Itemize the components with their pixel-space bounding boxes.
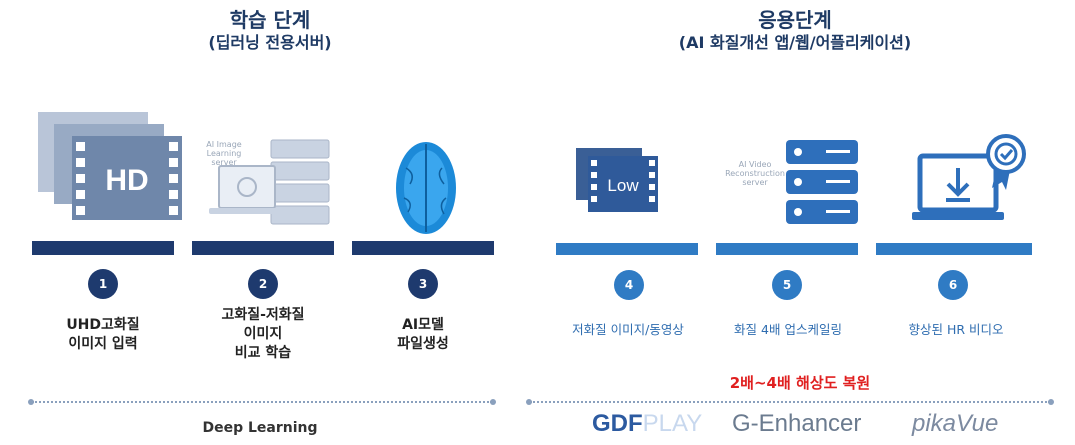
right-line-end-dot (1048, 399, 1054, 405)
low-label: Low (607, 176, 639, 195)
step-5-number: 5 (772, 270, 802, 300)
step-6-caption: 향상된 HR 비디오 (908, 322, 1004, 337)
step-2-bar (192, 241, 334, 255)
step-4-number: 4 (614, 270, 644, 300)
training-stage-title-block: 학습 단계 (딥러닝 전용서버) (60, 8, 480, 53)
step-2-number: 2 (248, 269, 278, 299)
step-2-caption: 고화질-저화질 이미지 비교 학습 (221, 307, 305, 361)
ai-image-server-label: AI Image Learning server (206, 140, 242, 168)
step-6-bar (876, 243, 1032, 255)
resolution-highlight: 2배~4배 해상도 복원 (729, 374, 871, 392)
step-4-caption: 저화질 이미지/동영상 (572, 322, 684, 337)
step-1-bar (32, 241, 174, 255)
right-line-start-dot (526, 399, 532, 405)
low-film-icon: Low (576, 148, 658, 212)
application-stage-title-block: 응용단계 (AI 화질개선 앱/웹/어플리케이션) (560, 8, 1030, 53)
g-enhancer-logo: G-Enhancer (732, 410, 862, 437)
training-stage-title: 학습 단계 (229, 8, 311, 32)
server-icon (786, 140, 858, 224)
hd-film-icon: HD (38, 112, 182, 220)
laptop-server-icon (209, 139, 330, 225)
step-3-number: 3 (408, 269, 438, 299)
application-stage-subtitle: (AI 화질개선 앱/웹/어플리케이션) (678, 33, 912, 52)
step-5-caption: 화질 4배 업스케일링 (734, 322, 842, 337)
deep-learning-label: Deep Learning (202, 420, 318, 436)
application-stage-title: 응용단계 (758, 8, 832, 32)
brain-icon (396, 142, 456, 234)
laptop-download-badge-icon (912, 134, 1026, 220)
left-line-start-dot (28, 399, 34, 405)
gdfplay-logo: GDFPLAY (592, 410, 703, 437)
training-stage-subtitle: (딥러닝 전용서버) (208, 33, 332, 52)
step-1-number: 1 (88, 269, 118, 299)
step-3-caption: AI모델 파일생성 (397, 317, 449, 352)
left-dashed-line (32, 401, 492, 403)
step-3-bar (352, 241, 494, 255)
step-5-bar (716, 243, 858, 255)
hd-label: HD (105, 164, 148, 197)
step-6-number: 6 (938, 270, 968, 300)
left-line-end-dot (490, 399, 496, 405)
step-1-caption: UHD고화질 이미지 입력 (66, 317, 140, 352)
step-4-bar (556, 243, 698, 255)
pikavue-logo: pikaVue (912, 410, 999, 437)
ai-video-server-label: AI Video Reconstruction server (725, 160, 785, 188)
right-dashed-line (530, 401, 1050, 403)
